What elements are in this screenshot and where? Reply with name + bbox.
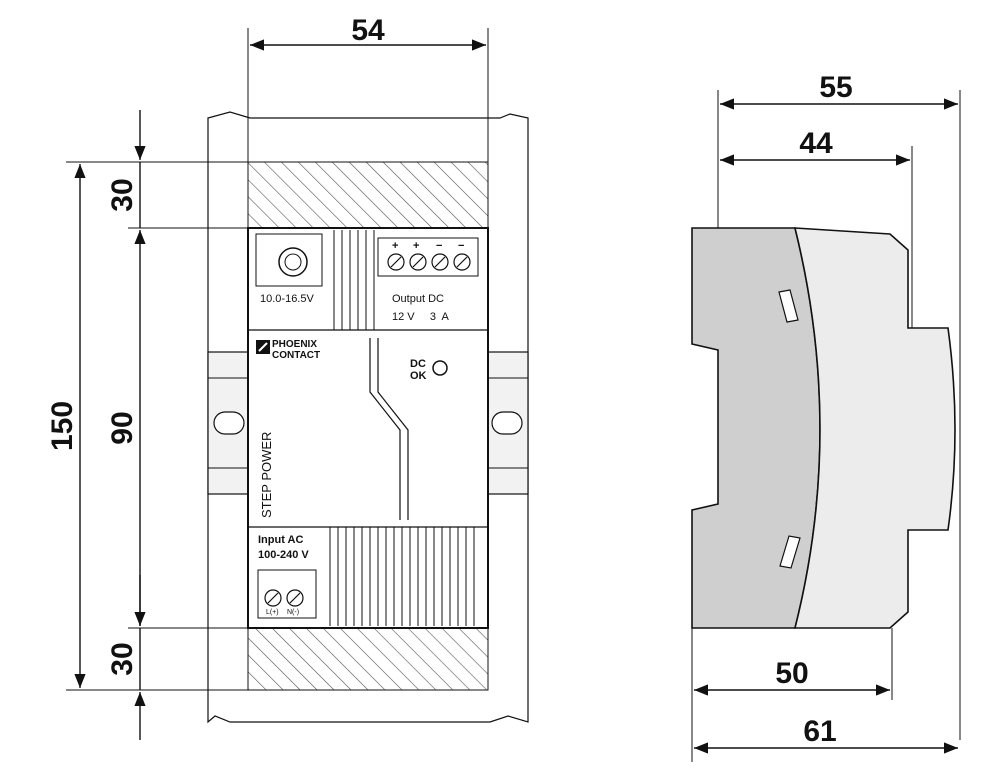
dim-side-55: 55 [720, 71, 958, 110]
front-decor-curve [369, 338, 401, 520]
dim-front-heights: 150 30 90 30 [46, 110, 248, 740]
dim-side-44: 44 [720, 127, 910, 166]
side-housing-back [691, 227, 821, 629]
dim-side-61: 61 [694, 715, 958, 754]
top-vent-ribs [333, 230, 375, 330]
dim-30-top-label: 30 [106, 178, 139, 211]
side-slot-top [778, 289, 799, 323]
output-screw-terminals [387, 253, 471, 271]
dc-ok-led [432, 360, 448, 376]
terminal-polarity-2: + [413, 240, 419, 252]
terminal-polarity-3: − [436, 240, 442, 252]
dim-30-bottom-label: 30 [106, 642, 139, 675]
bottom-clearance-zone [247, 627, 489, 691]
side-slot-bottom [779, 535, 801, 569]
mounting-wall-outline [207, 111, 529, 724]
input-terminal-n: N(-) [287, 609, 299, 616]
adjust-potentiometer [278, 247, 308, 277]
adjust-range-label: 10.0-16.5V [260, 293, 314, 305]
input-terminal-l: L(+) [266, 609, 279, 616]
dim-55-label: 55 [819, 71, 852, 104]
status-label-1: DC [410, 358, 426, 370]
dim-50-label: 50 [775, 657, 808, 690]
terminal-polarity-4: − [458, 240, 464, 252]
status-label-2: OK [410, 370, 427, 382]
dim-61-label: 61 [803, 715, 836, 748]
input-range: 100-240 V [258, 549, 309, 561]
brand-line-2: CONTACT [272, 350, 320, 361]
product-name: STEP POWER [259, 432, 274, 518]
dim-54-label: 54 [351, 14, 385, 47]
dim-side-50: 50 [694, 657, 890, 696]
output-label: Output DC [392, 293, 444, 305]
top-clearance-zone [247, 161, 489, 229]
dim-90-label: 90 [106, 411, 139, 444]
input-terminal-block [257, 569, 317, 619]
dim-44-label: 44 [799, 127, 833, 160]
dim-front-width: 54 [247, 14, 489, 228]
rail-slot-right [491, 411, 523, 435]
output-rating: 12 V 3 A [392, 311, 450, 323]
rail-slot-left [213, 411, 245, 435]
side-view: 55 44 50 61 [691, 71, 961, 762]
brand-line-1: PHOENIX [272, 339, 317, 350]
side-housing-front [793, 227, 956, 629]
input-label: Input AC [258, 534, 303, 546]
input-screw-terminals [264, 589, 304, 607]
dim-150-label: 150 [46, 401, 79, 451]
bottom-vent-ribs [329, 527, 475, 626]
device-body [247, 227, 489, 629]
front-view: 10.0-16.5V + + − − Output DC 12 V 3 A PH… [46, 14, 529, 740]
terminal-polarity-1: + [392, 240, 398, 252]
phoenix-contact-logo: PHOENIX CONTACT [256, 339, 320, 361]
